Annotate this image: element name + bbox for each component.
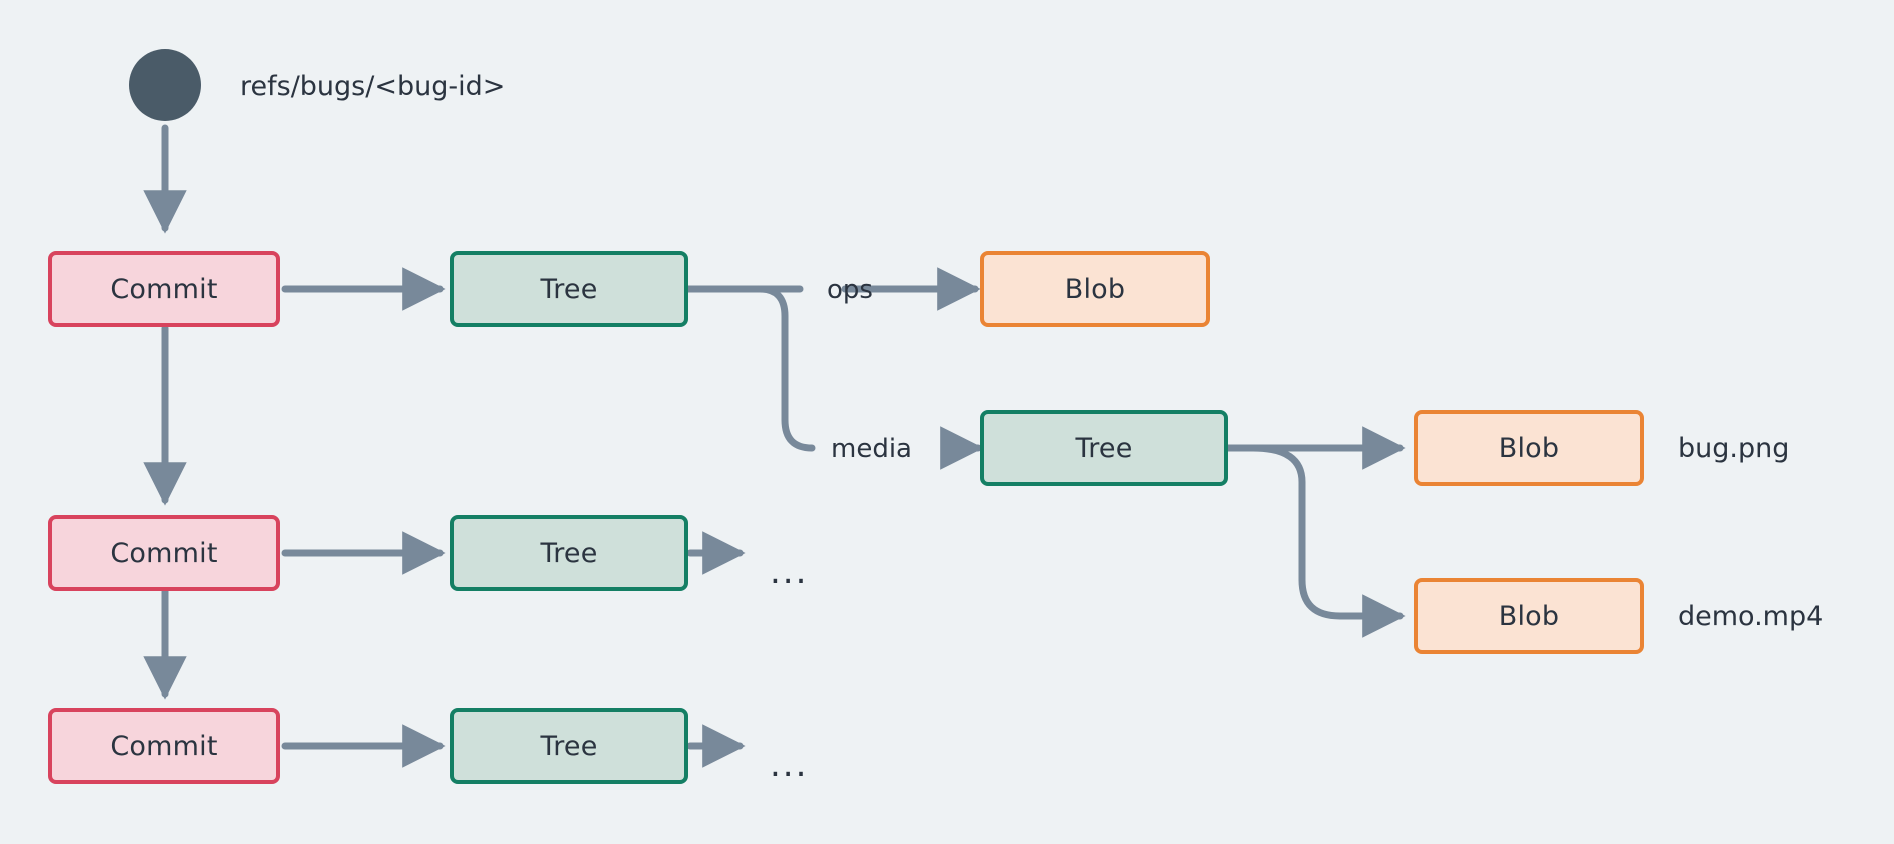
node-blob-ops-label: Blob <box>1064 273 1126 305</box>
edge-tree1-trunk-drop <box>756 285 816 452</box>
ellipsis-tree-3: ... <box>770 745 809 785</box>
edge-label-ops: ops <box>827 275 873 305</box>
node-commit-1[interactable]: Commit <box>48 251 280 327</box>
node-commit-3-label: Commit <box>110 730 218 762</box>
branch-ref-label: refs/bugs/<bug-id> <box>240 71 506 102</box>
node-tree-2-label: Tree <box>540 537 598 569</box>
edge-treemedia-to-blob-demomp4 <box>1249 444 1406 638</box>
node-commit-3[interactable]: Commit <box>48 708 280 784</box>
node-tree-1-label: Tree <box>540 273 598 305</box>
node-tree-3[interactable]: Tree <box>450 708 688 784</box>
node-tree-3-label: Tree <box>540 730 598 762</box>
node-commit-2[interactable]: Commit <box>48 515 280 591</box>
node-commit-2-label: Commit <box>110 537 218 569</box>
node-blob-ops[interactable]: Blob <box>980 251 1210 327</box>
file-label-bug-png: bug.png <box>1678 433 1790 464</box>
branch-ref-dot[interactable] <box>129 49 201 121</box>
node-blob-bug-png-label: Blob <box>1498 432 1560 464</box>
edge-label-media: media <box>831 434 912 464</box>
node-tree-1[interactable]: Tree <box>450 251 688 327</box>
node-blob-demo-mp4-label: Blob <box>1498 600 1560 632</box>
node-tree-media-label: Tree <box>1075 432 1133 464</box>
node-blob-bug-png[interactable]: Blob <box>1414 410 1644 486</box>
node-commit-1-label: Commit <box>110 273 218 305</box>
node-blob-demo-mp4[interactable]: Blob <box>1414 578 1644 654</box>
ellipsis-tree-2: ... <box>770 552 809 592</box>
file-label-demo-mp4: demo.mp4 <box>1678 601 1824 632</box>
node-tree-media[interactable]: Tree <box>980 410 1228 486</box>
node-tree-2[interactable]: Tree <box>450 515 688 591</box>
